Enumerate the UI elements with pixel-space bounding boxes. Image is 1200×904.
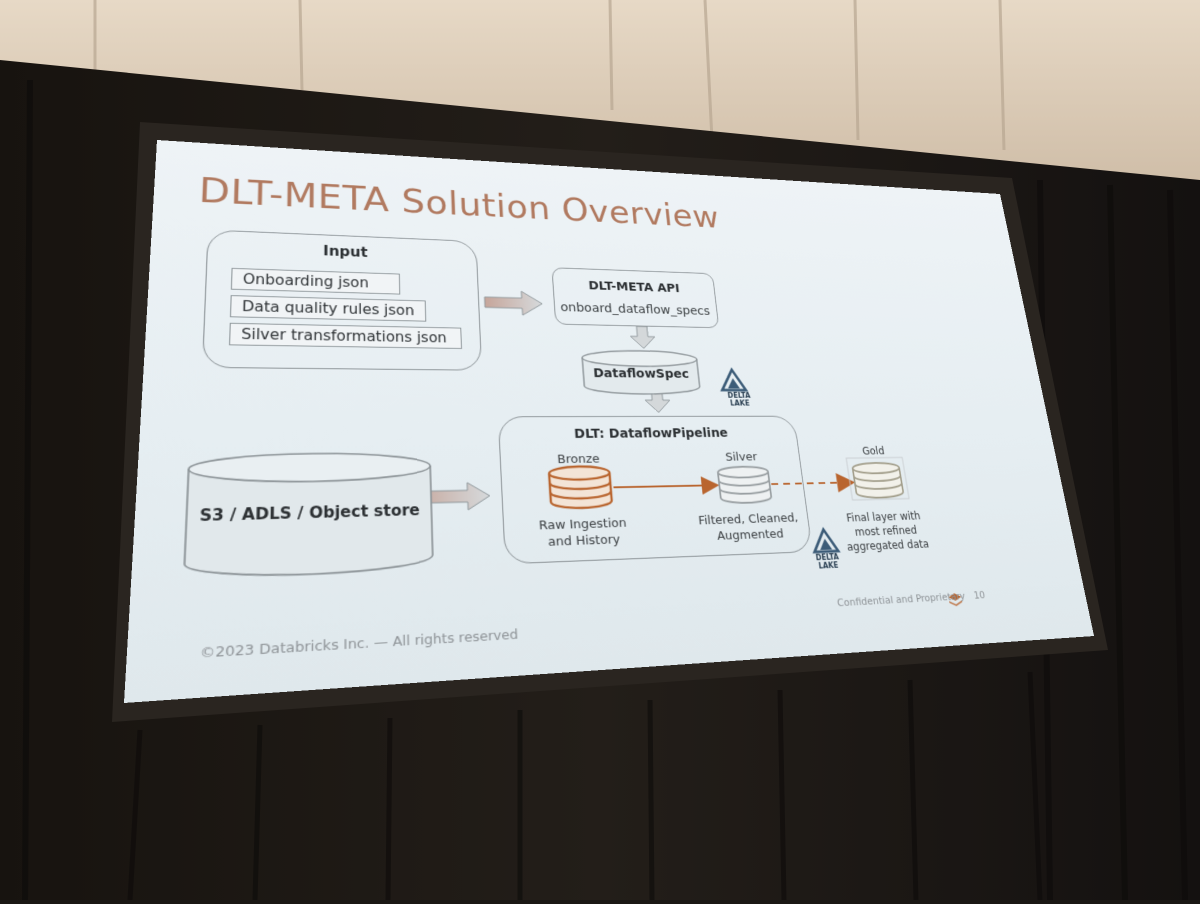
gold-database-icon [846, 457, 909, 500]
silver-label: Silver [697, 450, 785, 464]
pipeline-label: DLT: DataflowPipeline [498, 426, 796, 442]
bronze-description: Raw Ingestion and History [524, 515, 641, 552]
gold-label: Gold [832, 445, 914, 458]
delta-lake-label-top: DELTA LAKE [717, 392, 761, 408]
input-to-api-arrow [484, 290, 543, 316]
gold-description: Final layer with most refined aggregated… [825, 508, 946, 555]
api-to-spec-arrow [629, 326, 656, 348]
delta-lake-logo-top [720, 370, 746, 390]
api-box [551, 267, 719, 328]
bronze-label: Bronze [531, 452, 626, 467]
page-number: 10 [973, 589, 986, 601]
delta-lake-label-bottom: DELTA LAKE [805, 552, 850, 570]
silver-description: Filtered, Cleaned, Augmented [690, 510, 808, 545]
slide: DLT-META Solution Overview Input Onboard… [124, 140, 1094, 703]
dataflowspec-label: DataflowSpec [583, 366, 699, 381]
